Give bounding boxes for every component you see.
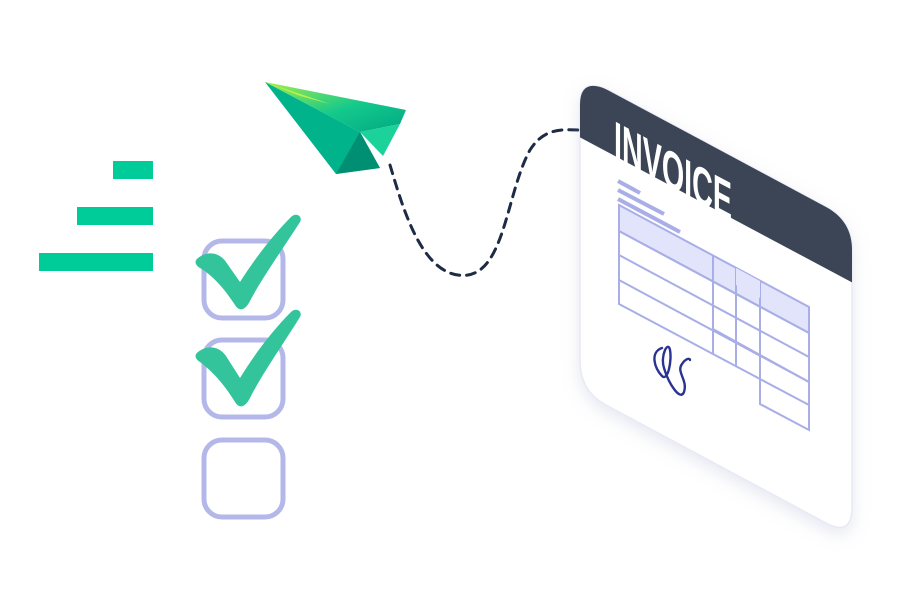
- checkbox-3: [201, 437, 286, 520]
- invoice-header-lines: [617, 179, 681, 234]
- speed-line-long: [39, 253, 153, 271]
- checklist: [195, 214, 301, 520]
- invoice-table: [618, 203, 810, 432]
- checkbox-1: [201, 238, 286, 321]
- signature-icon: [653, 345, 692, 396]
- checkmark-icon: [195, 214, 301, 310]
- speed-line-short: [113, 161, 153, 179]
- speed-line-medium: [77, 207, 153, 225]
- invoice-header: [580, 85, 852, 292]
- dashed-path: [388, 128, 584, 277]
- paper-plane-icon: [265, 82, 406, 174]
- speed-lines-icon: [39, 161, 153, 271]
- table-column-highlight: [736, 268, 760, 298]
- checkbox-2: [201, 337, 286, 420]
- checkmark-icon: [195, 309, 301, 407]
